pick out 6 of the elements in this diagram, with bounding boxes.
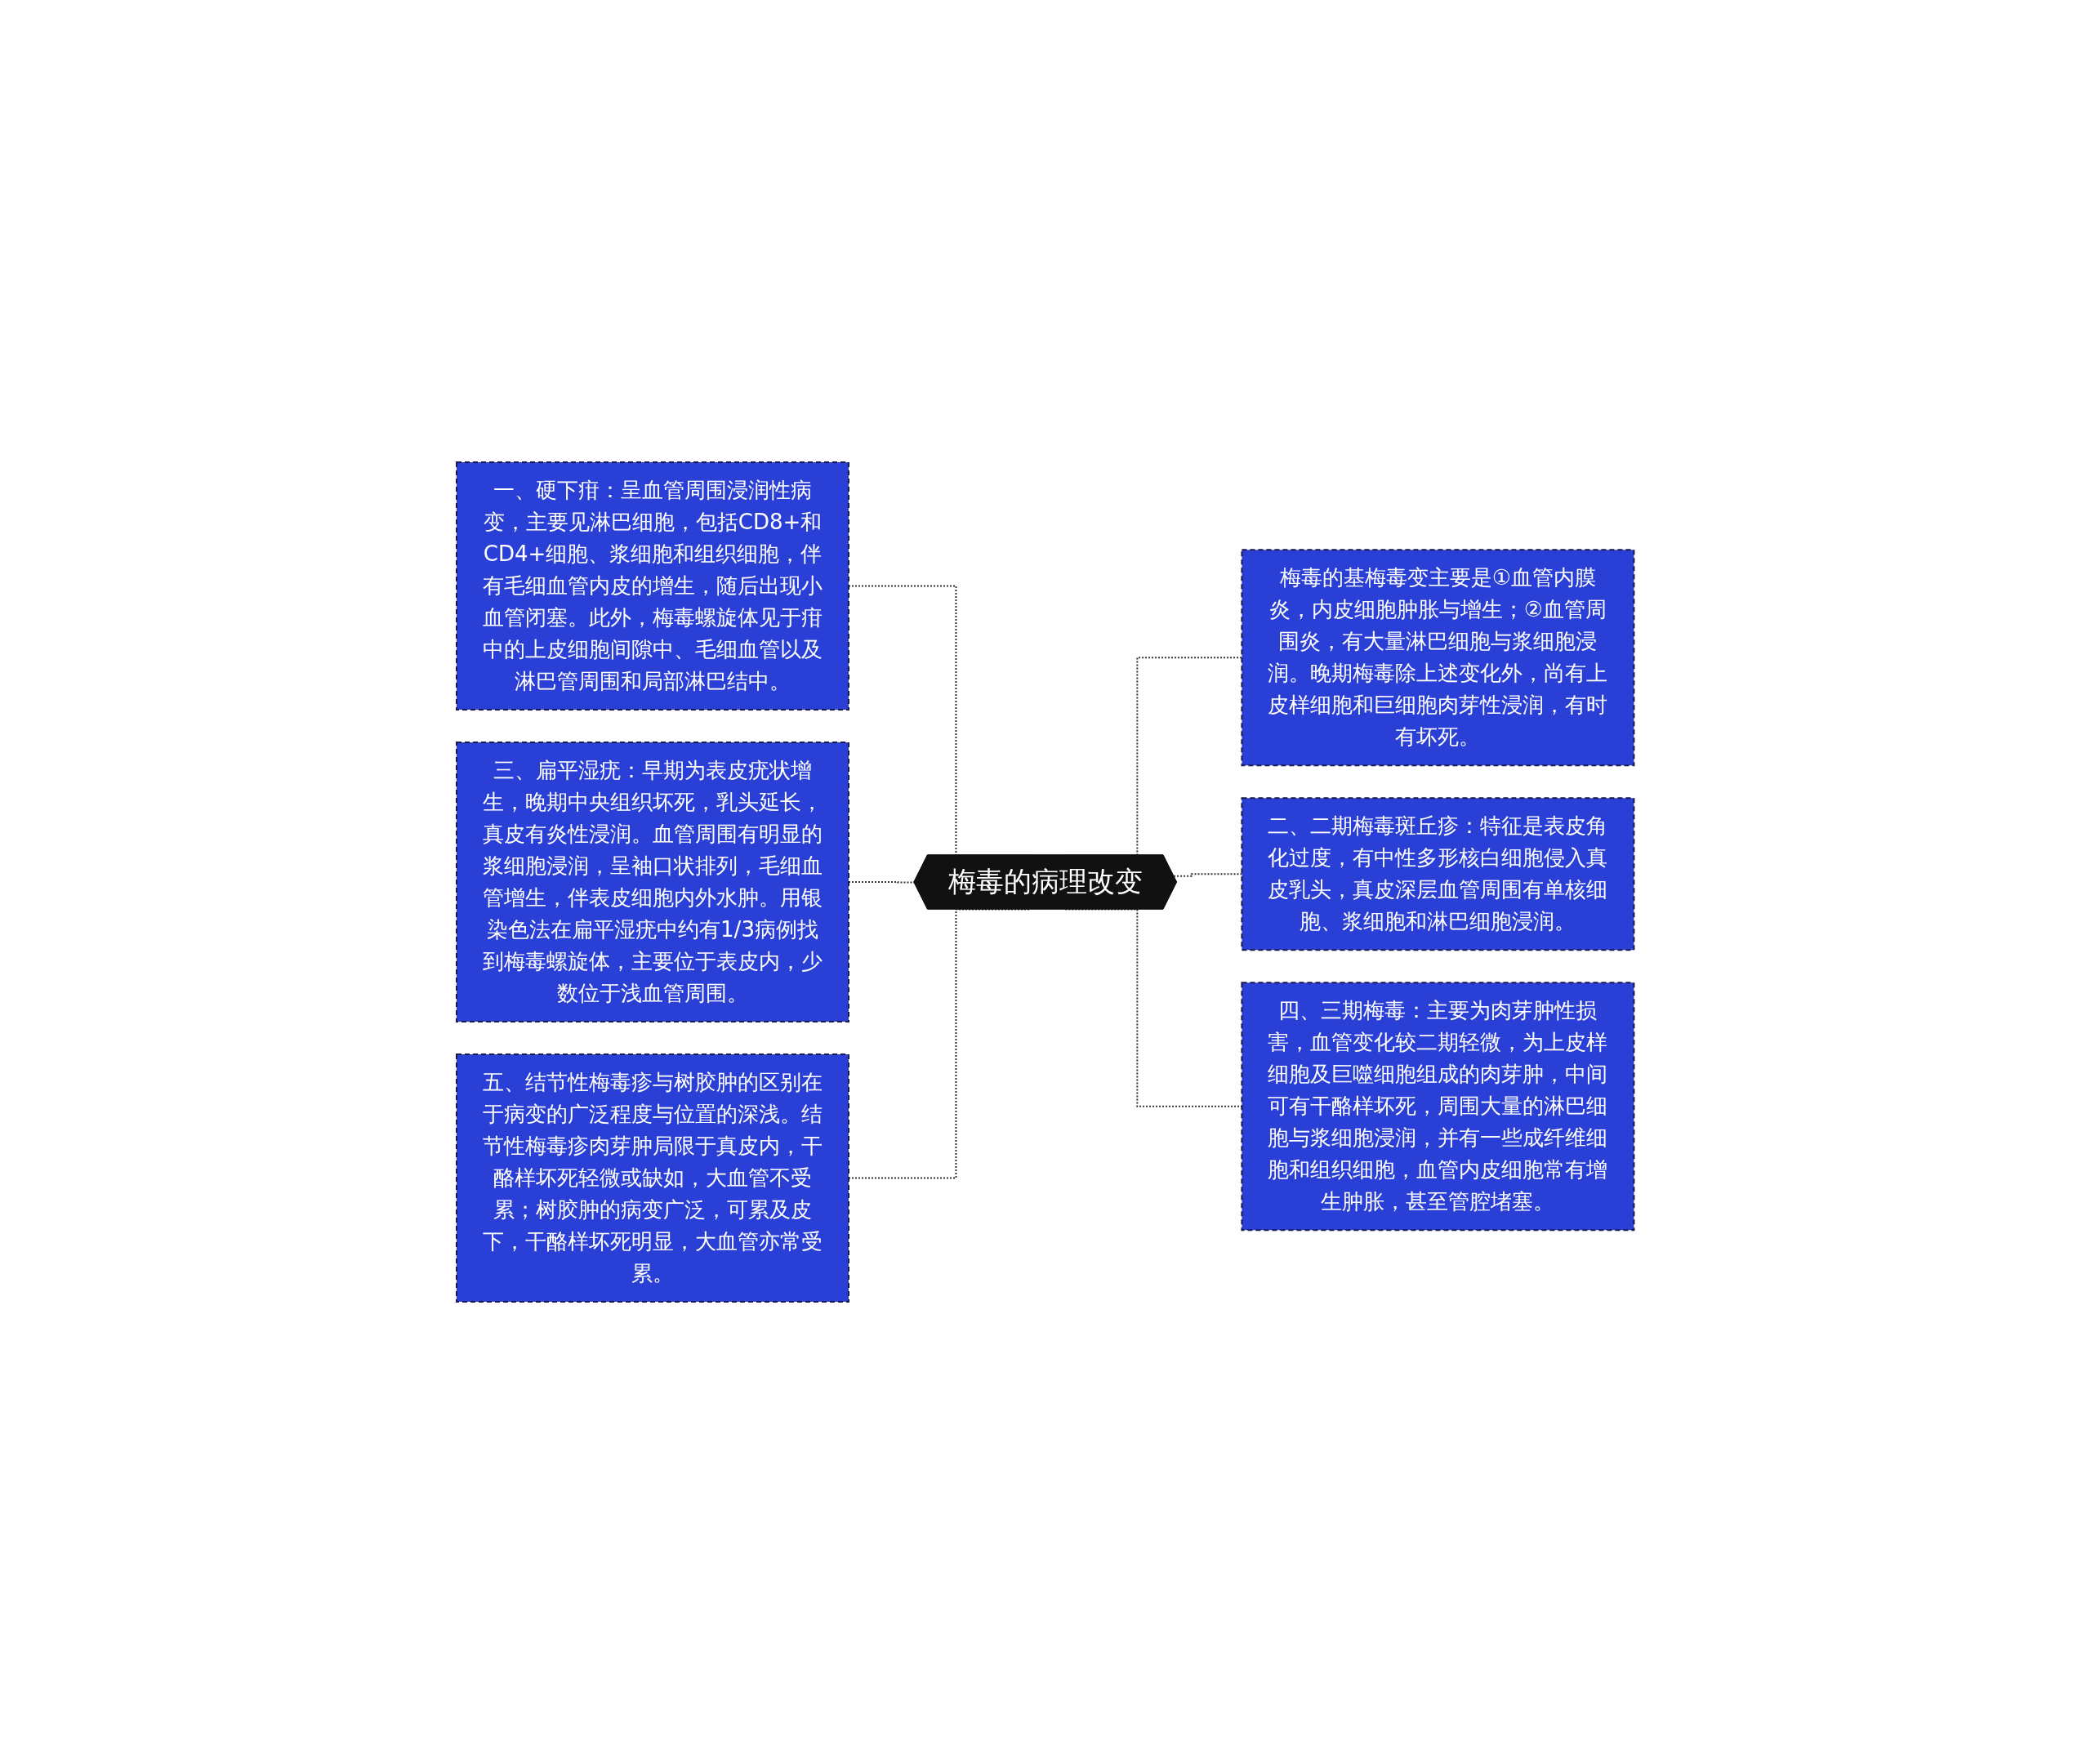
node-box: 二、二期梅毒斑丘疹：特征是表皮角化过度，有中性多形核白细胞侵入真皮乳头，真皮深层血管周围有单核细胞、浆细胞和淋巴细胞浸润。 — [1241, 797, 1635, 951]
node-box: 四、三期梅毒：主要为肉芽肿性损害，血管变化较二期轻微，为上皮样细胞及巨噬细胞组成的肉芽肿，中间可有干酪样坏死，周围大量的淋巴细胞与浆细胞浸润，并有一些成纤维细胞和组织细胞，血管内皮细胞常有增生肿胀，甚至管腔堵塞。 — [1241, 982, 1635, 1232]
node-box: 一、硬下疳：呈血管周围浸润性病变，主要见淋巴细胞，包括CD8+和CD4+细胞、浆细胞和组织细胞，伴有毛细血管内皮的增生，随后出现小血管闭塞。此外，梅毒螺旋体见于疳中的上皮细胞间隙中、毛细血管以及淋巴管周围和局部淋巴结中。 — [456, 461, 850, 710]
node-box: 三、扁平湿疣：早期为表皮疣状增生，晚期中央组织坏死，乳头延长，真皮有炎性浸润。血管周围有明显的浆细胞浸润，呈袖口状排列，毛细血管增生，伴表皮细胞内外水肿。用银染色法在扁平湿疣中约有1/3病例找到梅毒螺旋体，主要位于表皮内，少数位于浅血管周围。 — [456, 742, 850, 1022]
node-box: 五、结节性梅毒疹与树胶肿的区别在于病变的广泛程度与位置的深浅。结节性梅毒疹肉芽肿局限于真皮内，干酪样坏死轻微或缺如，大血管不受累；树胶肿的病变广泛，可累及皮下，干酪样坏死明显，大血管亦常受累。 — [456, 1054, 850, 1303]
node-box: 梅毒的基梅毒变主要是①血管内膜炎，内皮细胞肿胀与增生；②血管周围炎，有大量淋巴细胞与浆细胞浸润。晚期梅毒除上述变化外，尚有上皮样细胞和巨细胞肉芽性浸润，有时有坏死。 — [1241, 549, 1635, 767]
